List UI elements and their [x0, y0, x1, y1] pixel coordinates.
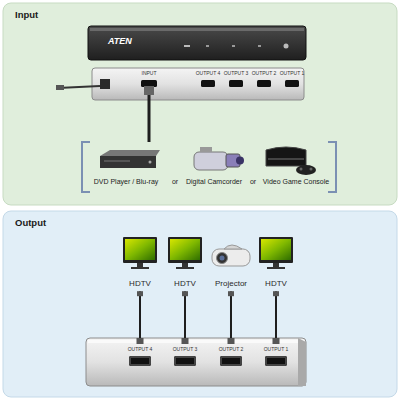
- hdtv-icon: [259, 237, 293, 269]
- hdmi-port: OUTPUT 2: [216, 346, 246, 368]
- input-cable: [144, 86, 154, 142]
- port-hole: [174, 356, 196, 366]
- output-panel-bg: [3, 211, 397, 397]
- or-word: or: [250, 178, 256, 186]
- panel-heading: Output: [15, 217, 46, 228]
- input-panel-bg: [3, 3, 397, 205]
- device-name: Projector: [215, 279, 247, 288]
- hdmi-port: OUTPUT 4: [125, 346, 155, 368]
- hdmi-cable: [273, 291, 280, 344]
- port-label: OUTPUT 3: [224, 71, 249, 77]
- port-label: OUTPUT 1: [280, 71, 305, 77]
- hdmi-cable: [228, 291, 235, 344]
- device-label: Projector: [213, 278, 249, 289]
- source-name: DVD Player / Blu-ray: [94, 178, 159, 186]
- hdmi-cable: [137, 291, 144, 344]
- source-name: Video Game Console: [263, 178, 329, 186]
- port-hole: [129, 356, 151, 366]
- port-label: OUTPUT 4: [196, 71, 221, 77]
- projector-icon: [212, 245, 250, 266]
- panel: OutputHDTV HDTV Projector HDTV OUTPUT 4 OUTPU…: [3, 211, 397, 397]
- device-name: HDTV: [129, 279, 151, 288]
- port-label: OUTPUT 2: [252, 71, 277, 77]
- splitter-back: [56, 68, 304, 100]
- dvd-player-icon: [100, 150, 160, 168]
- port-label: OUTPUT 1: [262, 347, 290, 353]
- game-console-icon: [266, 147, 316, 175]
- device-name: HDTV: [174, 279, 196, 288]
- panel-heading: Input: [15, 9, 38, 20]
- port-hole: [265, 356, 287, 366]
- device-label: HDTV: [127, 278, 153, 289]
- camcorder-icon: [194, 147, 244, 170]
- hdmi-port: OUTPUT 3: [170, 346, 200, 368]
- port-hole: [220, 356, 242, 366]
- hdmi-port: OUTPUT 1: [261, 346, 291, 368]
- splitter-front: [88, 26, 306, 60]
- device-name: HDTV: [265, 279, 287, 288]
- bracket: [82, 142, 90, 192]
- port-label: OUTPUT 4: [126, 347, 154, 353]
- source-name: Digital Camcorder: [186, 178, 242, 186]
- port-label: INPUT: [142, 71, 157, 77]
- hdmi-cable: [182, 291, 189, 344]
- panel: Input: [3, 3, 397, 205]
- device-label: HDTV: [263, 278, 289, 289]
- port-label: OUTPUT 2: [217, 347, 245, 353]
- port-label: OUTPUT 3: [171, 347, 199, 353]
- device-label: HDTV: [172, 278, 198, 289]
- brand-logo: ATEN: [108, 37, 132, 47]
- hdtv-icon: [123, 237, 157, 269]
- hdtv-icon: [168, 237, 202, 269]
- or-word: or: [172, 178, 178, 186]
- splitter-back-large: [86, 338, 306, 386]
